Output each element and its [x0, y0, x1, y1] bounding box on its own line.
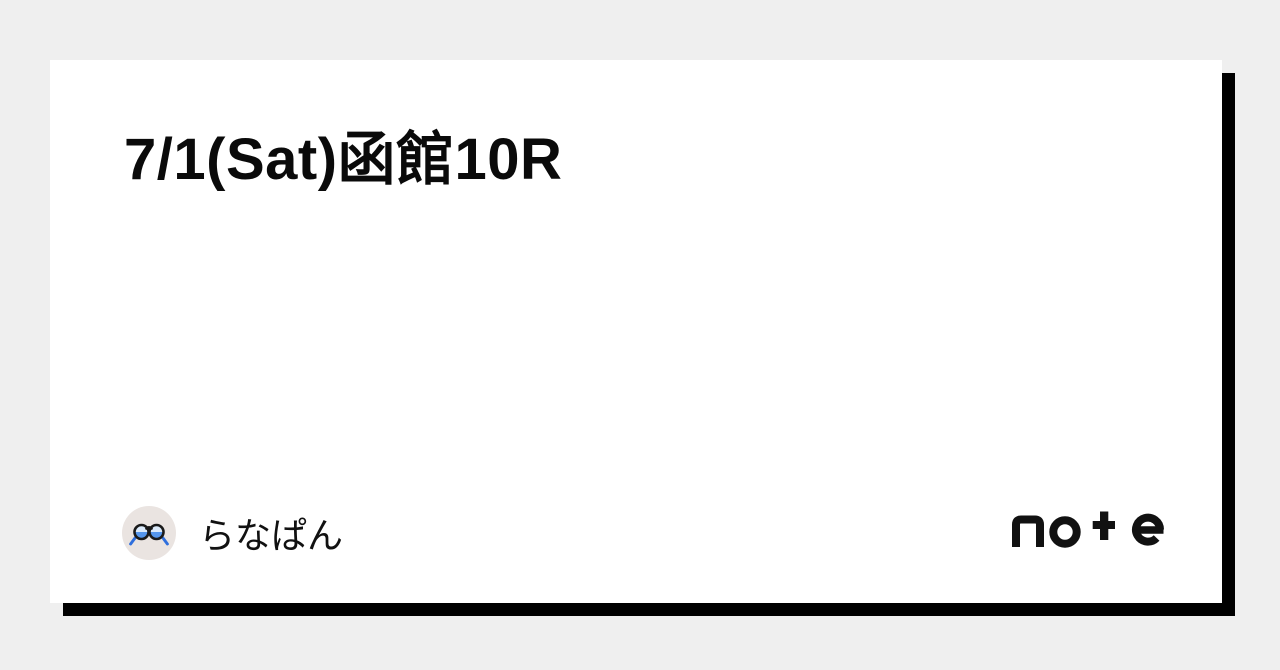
note-logo-e-arc: [1132, 513, 1164, 546]
note-logo-plus-v: [1100, 511, 1109, 540]
article-card: 7/1(Sat)函館10R らなぱん: [50, 60, 1222, 603]
note-logo: [1012, 511, 1164, 548]
avatar: [122, 506, 176, 560]
glasses-emoji-icon: [129, 523, 169, 546]
article-title: 7/1(Sat)函館10R: [124, 127, 563, 192]
note-logo-n: [1012, 515, 1044, 547]
author-name: らなぱん: [199, 515, 344, 556]
note-logo-o: [1049, 516, 1081, 548]
author-row: らなぱん: [122, 506, 343, 560]
